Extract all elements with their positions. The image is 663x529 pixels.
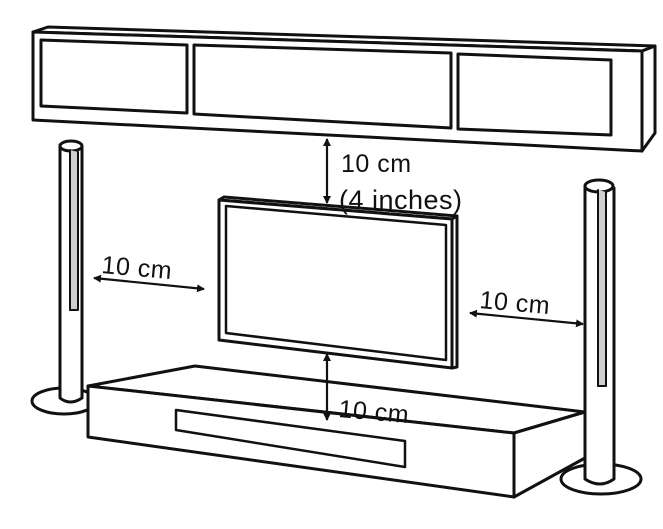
right-gap-label: 10 cm	[478, 286, 551, 320]
tv-panel	[217, 195, 459, 370]
bottom-gap-label: 10 cm	[337, 395, 410, 429]
left-gap-label: 10 cm	[100, 251, 173, 285]
top-gap-imperial-label: (4 inches)	[339, 185, 463, 215]
top-gap-label: 10 cm	[341, 150, 412, 178]
tv-stand	[86, 364, 587, 499]
wall-cabinet	[31, 25, 657, 153]
left-clearance-arrow	[93, 274, 205, 293]
right-clearance-arrow	[469, 309, 584, 328]
left-tower-speaker	[30, 139, 98, 416]
right-tower-speaker	[559, 178, 643, 496]
